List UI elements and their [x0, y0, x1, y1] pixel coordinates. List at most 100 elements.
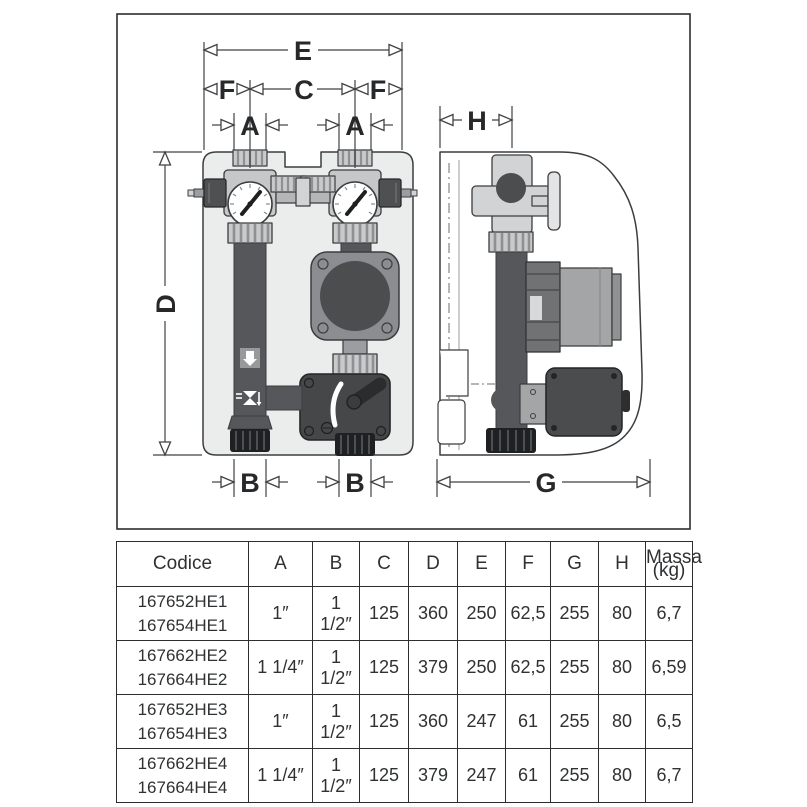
value-cell: 255: [550, 748, 599, 803]
header-C: C: [359, 541, 409, 587]
dimensions: [153, 42, 651, 497]
pump: [310, 251, 400, 341]
side-view: [437, 151, 643, 456]
value-cell: 1 1/2″: [312, 586, 360, 641]
value-cell: 250: [457, 640, 506, 695]
value-cell: 255: [550, 640, 599, 695]
value-cell: 125: [359, 640, 409, 695]
value-cell: 6,7: [645, 586, 693, 641]
value-cell: 125: [359, 748, 409, 803]
value-cell: 125: [359, 586, 409, 641]
value-cell: 247: [457, 748, 506, 803]
dim-label-B-right: B: [345, 468, 365, 498]
value-cell: 255: [550, 586, 599, 641]
dim-label-D: D: [151, 294, 181, 314]
side-union-nut: [487, 230, 535, 254]
code: 167662HE4: [137, 753, 228, 773]
table-header-row: Codice A B C D E F G H Massa (kg): [116, 541, 702, 587]
value-cell: 62,5: [505, 586, 551, 641]
value-cell: 61: [505, 748, 551, 803]
dim-label-F-left: F: [219, 75, 236, 105]
value-cell: 62,5: [505, 640, 551, 695]
value-cell: 1 1/2″: [312, 748, 360, 803]
table-row: 167662HE2 167664HE2 1 1/4″ 1 1/2″ 125 37…: [116, 640, 693, 695]
massa-line1: Massa: [646, 547, 702, 568]
check-valve-icon: [236, 391, 262, 406]
pump-cap: [320, 261, 390, 331]
code-cell: 167662HE2 167664HE2: [116, 640, 249, 695]
code-cell: 167652HE3 167654HE3: [116, 694, 249, 749]
front-view: [187, 148, 418, 457]
thermometer-gauge-left-icon: [226, 180, 274, 228]
dim-label-A-right: A: [345, 111, 365, 141]
value-cell: 80: [598, 694, 646, 749]
dim-label-C: C: [294, 75, 314, 105]
header-codice: Codice: [116, 541, 249, 587]
side-threaded-tail: [486, 428, 536, 453]
mixing-valve: [299, 373, 391, 441]
valve-scale-arc-icon: [330, 381, 344, 428]
value-cell: 1 1/4″: [248, 640, 313, 695]
dim-label-G: G: [535, 468, 556, 498]
table-row: 167652HE1 167654HE1 1″ 1 1/2″ 125 360 25…: [116, 586, 693, 641]
code: 167664HE4: [137, 777, 228, 797]
code-cell: 167662HE4 167664HE4: [116, 748, 249, 803]
shutoff-valve-profile: [471, 154, 561, 234]
threaded-tail-right: [334, 432, 376, 457]
pump-union-nut: [331, 352, 379, 376]
actuator-knob: [622, 390, 630, 412]
table-row: 167662HE4 167664HE4 1 1/4″ 1 1/2″ 125 37…: [116, 748, 693, 803]
massa-line2: (kg): [652, 560, 686, 581]
header-H: H: [598, 541, 646, 587]
code: 167652HE1: [137, 591, 228, 611]
value-cell: 125: [359, 694, 409, 749]
dim-label-F-right: F: [370, 75, 387, 105]
value-cell: 379: [408, 640, 458, 695]
header-massa: Massa (kg): [645, 541, 702, 587]
value-cell: 360: [408, 694, 458, 749]
union-nut-right: [331, 221, 379, 245]
value-cell: 6,59: [645, 640, 693, 695]
value-cell: 250: [457, 586, 506, 641]
threaded-tail-left: [229, 428, 271, 453]
header-D: D: [408, 541, 458, 587]
valve-ball: [496, 173, 526, 203]
union-nut-left: [226, 221, 274, 245]
value-cell: 255: [550, 694, 599, 749]
value-cell: 80: [598, 640, 646, 695]
value-cell: 6,5: [645, 694, 693, 749]
dimension-drawing: E F C F A A H D B B G: [116, 13, 691, 530]
value-cell: 80: [598, 748, 646, 803]
table-row: 167652HE3 167654HE3 1″ 1 1/2″ 125 360 24…: [116, 694, 693, 749]
value-cell: 61: [505, 694, 551, 749]
code-cell: 167652HE1 167654HE1: [116, 586, 249, 641]
code: 167652HE3: [137, 699, 228, 719]
value-cell: 6,7: [645, 748, 693, 803]
value-cell: 1″: [248, 586, 313, 641]
value-cell: 80: [598, 586, 646, 641]
header-A: A: [248, 541, 313, 587]
value-cell: 1″: [248, 694, 313, 749]
dim-label-E: E: [294, 36, 312, 66]
code: 167664HE2: [137, 669, 228, 689]
dim-label-H: H: [467, 106, 487, 136]
value-cell: 1 1/4″: [248, 748, 313, 803]
code: 167654HE3: [137, 723, 228, 743]
value-cell: 1 1/2″: [312, 640, 360, 695]
handwheel: [547, 171, 561, 231]
value-cell: 247: [457, 694, 506, 749]
dim-label-A-left: A: [240, 111, 260, 141]
flow-arrow-icon: [243, 351, 257, 366]
header-F: F: [505, 541, 551, 587]
code: 167654HE1: [137, 615, 228, 635]
dimension-table: Codice A B C D E F G H Massa (kg) 167652…: [116, 541, 702, 803]
code: 167662HE2: [137, 645, 228, 665]
header-G: G: [550, 541, 599, 587]
header-E: E: [457, 541, 506, 587]
pump-profile: [525, 261, 622, 353]
actuator: [519, 367, 630, 437]
thermometer-gauge-right-icon: [331, 180, 379, 228]
dim-label-B-left: B: [240, 468, 260, 498]
value-cell: 1 1/2″: [312, 694, 360, 749]
